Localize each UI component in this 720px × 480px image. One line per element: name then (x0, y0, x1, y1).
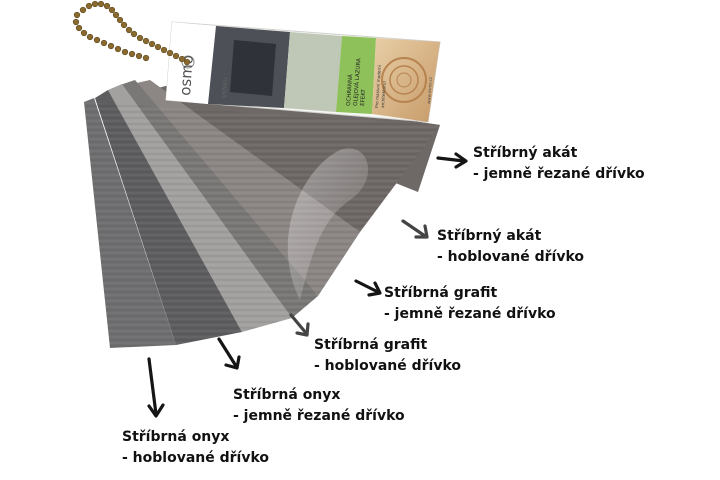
label-name: Stříbrná grafit (384, 285, 498, 301)
tag-line-2: OLEJOVÁ LAZURA (352, 58, 362, 106)
label-silver-onyx-sawn: Stříbrná onyx - jemně řezané dřívko (233, 385, 405, 427)
arrow-1 (436, 152, 468, 169)
tag-small-1: Pro masivní moderní (374, 64, 382, 108)
label-silver-onyx-planed: Stříbrná onyx - hoblované dřívko (122, 427, 269, 469)
label-silver-acacia-sawn: Stříbrný akát - jemně řezané dřívko (473, 143, 645, 185)
tag-series: VENKU (221, 77, 229, 98)
label-finish: - hoblované dřívko (437, 249, 585, 265)
arrow-4 (289, 313, 310, 337)
swatch-fan (84, 80, 440, 348)
brand-logo: osmo (176, 54, 197, 96)
label-finish: - jemně řezané dřívko (233, 408, 405, 424)
arrow-2 (401, 219, 429, 239)
label-name: Stříbrný akát (437, 228, 542, 244)
label-name: Stříbrná onyx (233, 387, 341, 403)
label-finish: - jemně řezané dřívko (384, 306, 556, 322)
label-name: Stříbrná grafit (314, 337, 428, 353)
arrow-6 (147, 357, 165, 418)
label-finish: - jemně řezané dřívko (473, 166, 645, 182)
callout-arrows (147, 152, 468, 418)
label-silver-graphite-sawn: Stříbrná grafit - jemně řezané dřívko (384, 283, 556, 325)
tag-small-2: architekturu! (380, 80, 387, 108)
ball-chain (72, 0, 191, 66)
label-finish: - hoblované dřívko (122, 450, 270, 466)
arrow-3 (354, 279, 382, 297)
arrow-5 (217, 337, 241, 370)
label-finish: - hoblované dřívko (314, 358, 462, 374)
label-silver-acacia-planed: Stříbrný akát - hoblované dřívko (437, 226, 584, 268)
tag-line-3: EFEKT (360, 88, 367, 106)
label-name: Stříbrná onyx (122, 429, 230, 445)
tag-line-1: OCHRANNÁ (345, 74, 354, 106)
tag-url: www.osmo.cz (426, 77, 433, 104)
label-name: Stříbrný akát (473, 145, 578, 161)
product-tag: osmo VENKU OCHRANNÁ OLEJOVÁ LAZURA EFEKT… (165, 21, 441, 123)
label-silver-graphite-planed: Stříbrná grafit - hoblované dřívko (314, 335, 461, 377)
